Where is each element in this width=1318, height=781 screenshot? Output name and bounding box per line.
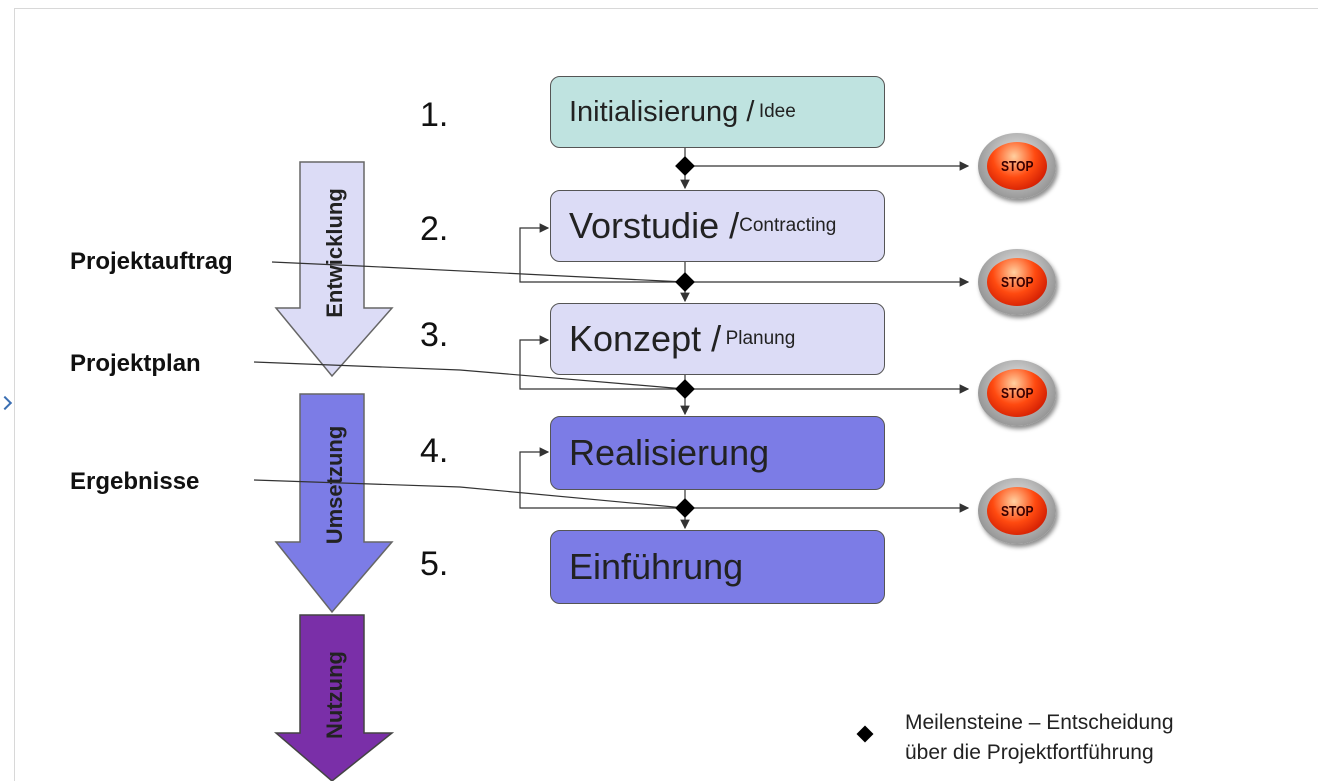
side-label-projektplan: Projektplan bbox=[70, 350, 201, 377]
slide-frame bbox=[14, 8, 1318, 781]
step-number-5: 5. bbox=[420, 545, 449, 583]
stop-icon: STOP bbox=[978, 360, 1056, 426]
step-number-2: 2. bbox=[420, 210, 449, 248]
stop-text: STOP bbox=[1000, 157, 1034, 175]
stop-icon: STOP bbox=[978, 133, 1056, 199]
step-title: Vorstudie / bbox=[569, 205, 740, 246]
step-box-konzept: Konzept / Planung bbox=[550, 303, 885, 375]
step-box-vorstudie: Vorstudie /Contracting bbox=[550, 190, 885, 262]
legend-line-1: Meilensteine – Entscheidung bbox=[905, 711, 1174, 734]
step-title: Einführung bbox=[569, 546, 744, 587]
stop-icon: STOP bbox=[978, 478, 1056, 544]
step-title: Initialisierung / bbox=[569, 95, 755, 128]
step-number-4: 4. bbox=[420, 432, 449, 470]
legend: Meilensteine – Entscheidung über die Pro… bbox=[905, 708, 1174, 768]
step-subtitle: Idee bbox=[758, 101, 796, 122]
stop-text: STOP bbox=[1000, 384, 1034, 402]
step-box-einfuehrung: Einführung bbox=[550, 530, 885, 604]
phase-arrow-umsetzung bbox=[274, 393, 394, 614]
side-label-ergebnisse: Ergebnisse bbox=[70, 468, 200, 495]
step-subtitle: Planung bbox=[725, 328, 796, 349]
step-number-3: 3. bbox=[420, 316, 449, 354]
stop-text: STOP bbox=[1000, 502, 1034, 520]
side-label-projektauftrag: Projektauftrag bbox=[70, 248, 233, 275]
step-box-initialisierung: Initialisierung / Idee bbox=[550, 76, 885, 148]
step-number-1: 1. bbox=[420, 96, 449, 134]
phase-arrow-nutzung bbox=[274, 614, 394, 781]
stop-icon: STOP bbox=[978, 249, 1056, 315]
phase-arrow-entwicklung bbox=[274, 161, 394, 378]
step-title: Realisierung bbox=[569, 432, 770, 473]
step-subtitle: Contracting bbox=[739, 215, 837, 236]
stop-text: STOP bbox=[1000, 273, 1034, 291]
step-box-realisierung: Realisierung bbox=[550, 416, 885, 490]
step-title: Konzept / bbox=[569, 318, 722, 359]
legend-line-2: über die Projektfortführung bbox=[905, 741, 1154, 764]
